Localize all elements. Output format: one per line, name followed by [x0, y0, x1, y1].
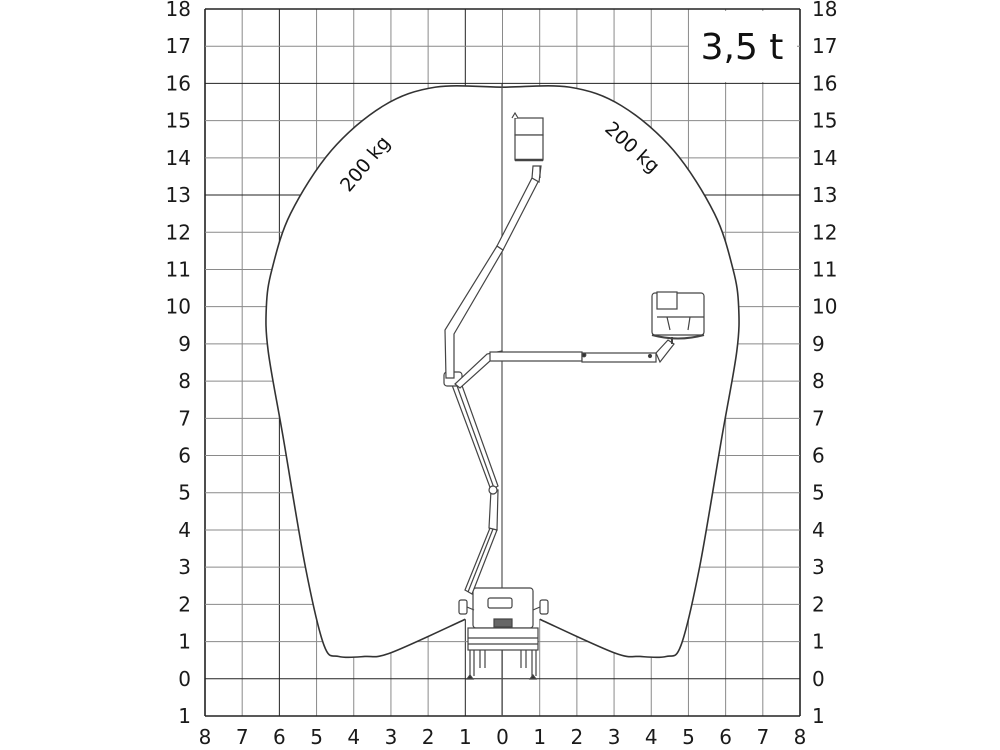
y-tick-label: 10 — [166, 295, 191, 319]
y-tick-label: 1 — [178, 704, 191, 728]
x-tick-label: 0 — [496, 725, 509, 749]
y-tick-label: 18 — [812, 0, 837, 21]
y-tick-label: 11 — [812, 257, 837, 281]
boom-outreach — [454, 339, 675, 389]
x-tick-label: 2 — [571, 725, 584, 749]
x-tick-label: 3 — [385, 725, 398, 749]
x-tick-label: 1 — [459, 725, 472, 749]
y-tick-label: 14 — [166, 146, 191, 170]
y-tick-label: 14 — [812, 146, 837, 170]
x-tick-label: 8 — [199, 725, 212, 749]
x-tick-label: 7 — [756, 725, 769, 749]
platform-basket-side — [651, 291, 705, 344]
platform-basket-top — [511, 111, 544, 162]
x-tick-label: 5 — [310, 725, 323, 749]
y-tick-label: 9 — [812, 332, 825, 356]
y-tick-label: 15 — [166, 109, 191, 133]
y-tick-label: 1 — [812, 704, 825, 728]
x-tick-label: 5 — [682, 725, 695, 749]
y-tick-label: 7 — [178, 406, 191, 430]
y-tick-label: 1 — [178, 630, 191, 654]
y-tick-label: 13 — [166, 183, 191, 207]
y-tick-label: 9 — [178, 332, 191, 356]
y-tick-label: 11 — [166, 257, 191, 281]
truck-icon — [458, 587, 549, 680]
y-tick-label: 0 — [812, 667, 825, 691]
y-tick-label: 8 — [812, 369, 825, 393]
x-tick-label: 3 — [608, 725, 621, 749]
x-tick-label: 6 — [273, 725, 286, 749]
y-tick-label: 15 — [812, 109, 837, 133]
x-tick-label: 4 — [347, 725, 360, 749]
x-tick-label: 7 — [236, 725, 249, 749]
y-tick-label: 10 — [812, 295, 837, 319]
y-tick-label: 5 — [178, 481, 191, 505]
y-tick-label: 4 — [178, 518, 191, 542]
y-tick-label: 6 — [812, 444, 825, 468]
x-tick-label: 1 — [533, 725, 546, 749]
y-tick-label: 2 — [178, 592, 191, 616]
boom-upper — [444, 165, 542, 379]
y-tick-label: 3 — [812, 555, 825, 579]
y-tick-label: 12 — [812, 220, 837, 244]
machine-drawing — [443, 111, 705, 680]
y-tick-label: 12 — [166, 220, 191, 244]
y-tick-label: 16 — [166, 71, 191, 95]
y-tick-label: 13 — [812, 183, 837, 207]
chart-title: 3,5 t — [701, 27, 784, 68]
y-tick-label: 3 — [178, 555, 191, 579]
x-tick-label: 6 — [719, 725, 732, 749]
y-tick-label: 1 — [812, 630, 825, 654]
x-tick-label: 2 — [422, 725, 435, 749]
y-tick-label: 17 — [166, 34, 191, 58]
title-box — [689, 11, 797, 82]
x-tick-label: 4 — [645, 725, 658, 749]
y-tick-label: 0 — [178, 667, 191, 691]
y-tick-label: 17 — [812, 34, 837, 58]
y-tick-label: 18 — [166, 0, 191, 21]
y-tick-label: 6 — [178, 444, 191, 468]
y-tick-label: 16 — [812, 71, 837, 95]
y-tick-label: 8 — [178, 369, 191, 393]
y-tick-label: 2 — [812, 592, 825, 616]
y-tick-label: 7 — [812, 406, 825, 430]
y-tick-label: 5 — [812, 481, 825, 505]
x-tick-label: 8 — [794, 725, 807, 749]
y-tick-label: 4 — [812, 518, 825, 542]
